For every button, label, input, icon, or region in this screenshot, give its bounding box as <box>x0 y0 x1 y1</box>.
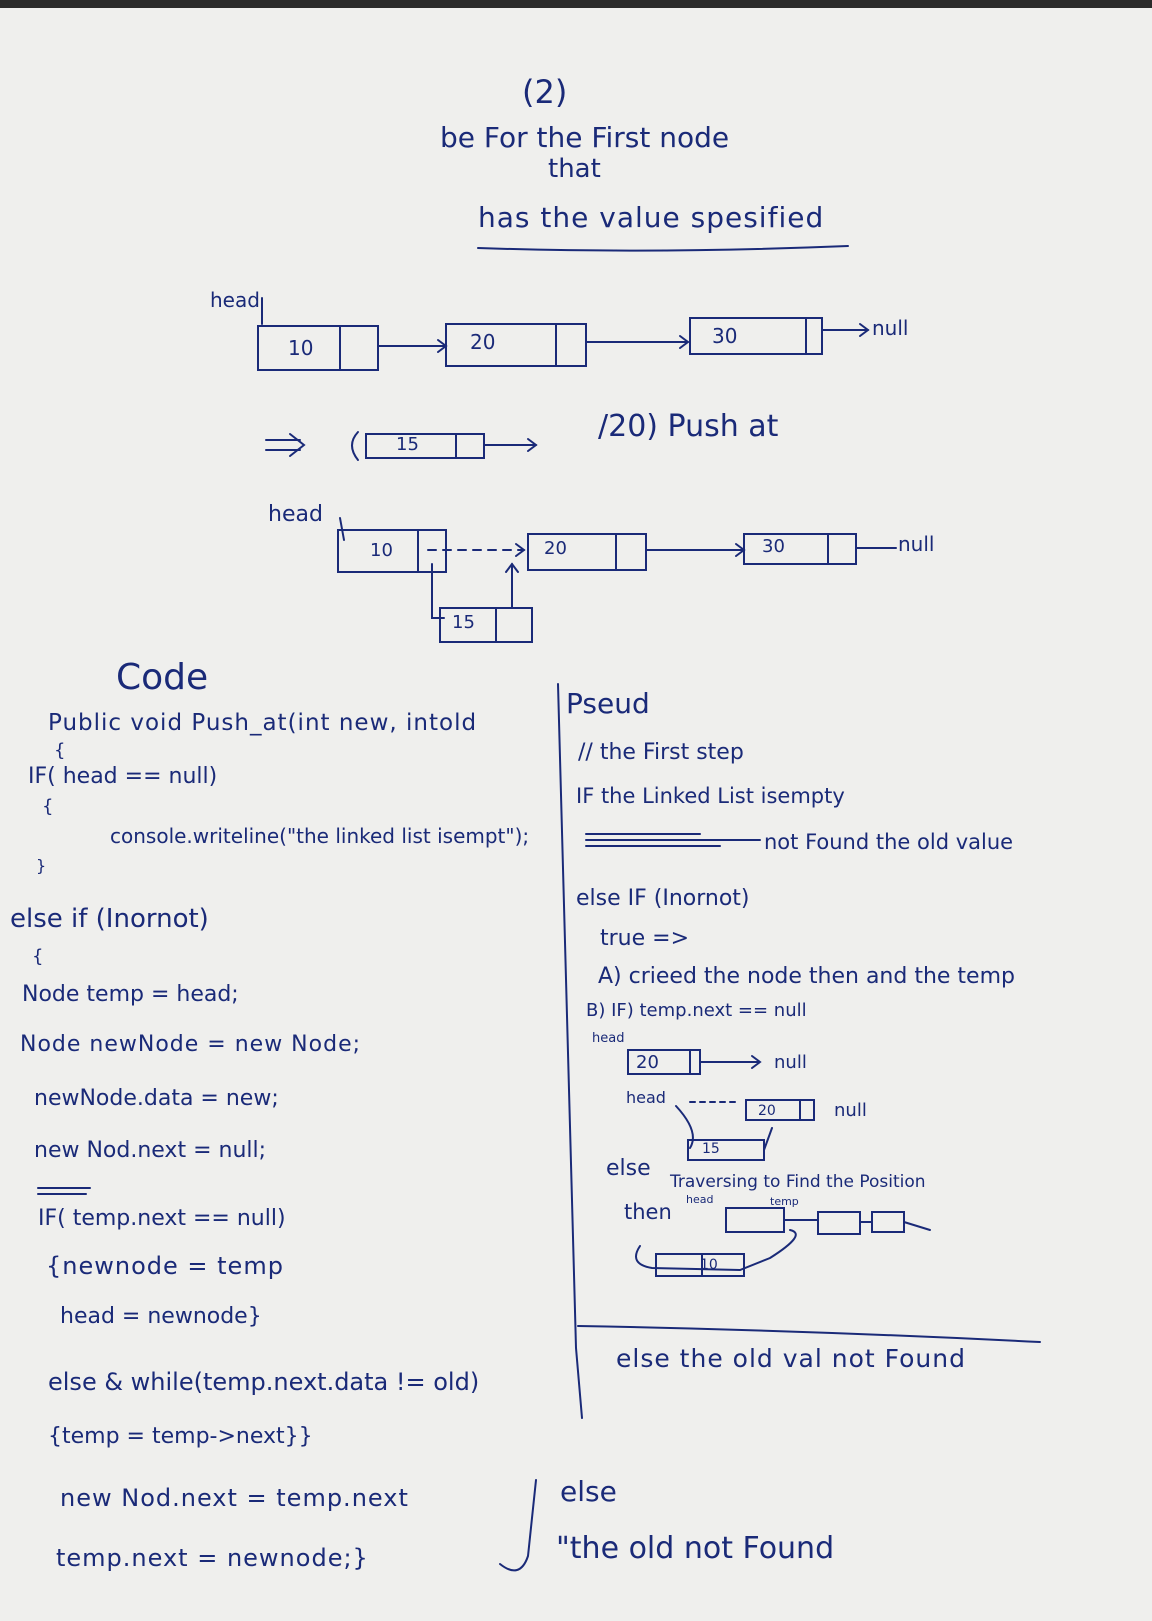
mini-head-label: head <box>592 1031 625 1046</box>
mini-node-value: 20 <box>636 1052 659 1073</box>
pseudo-separator <box>577 1325 1041 1343</box>
code-line: new Nod.next = temp.next <box>60 1484 409 1512</box>
pseudo-line: B) IF) temp.next == null <box>586 1000 807 1021</box>
code-line: { <box>54 740 66 761</box>
null-label-top: null <box>872 316 909 340</box>
mini-node-15 <box>687 1139 765 1161</box>
pseudo-line: true => <box>600 926 690 951</box>
node-value: 30 <box>712 324 738 348</box>
code-line: { <box>42 796 54 817</box>
mini-node-20b <box>745 1099 815 1121</box>
code-line: else if (Inornot) <box>10 904 209 934</box>
code-line: Node newNode = new Node; <box>20 1032 362 1057</box>
code-heading: Code <box>116 657 209 698</box>
node-10-box <box>257 325 379 371</box>
title-line-1: be For the First node <box>440 121 730 154</box>
node-value: 20 <box>544 538 567 559</box>
mini-temp-label: temp <box>770 1195 799 1208</box>
code-line: temp.next = newnode;} <box>56 1544 369 1572</box>
mini-node-value: 15 <box>702 1141 720 1157</box>
new-node-value: 15 <box>396 434 419 455</box>
code-line: else & while(temp.next.data != old) <box>48 1368 480 1396</box>
notebook-page: (2) be For the First node that has the v… <box>0 8 1152 1621</box>
mini-null-label: null <box>834 1100 867 1121</box>
pseudo-line: then <box>624 1200 672 1224</box>
node-30-box <box>689 317 823 355</box>
diagram-drawing <box>37 245 1041 1572</box>
pseudo-line: A) crieed the node then and the temp <box>598 964 1015 989</box>
mini-node-value: 20 <box>758 1103 776 1119</box>
implies-arrow <box>265 433 306 457</box>
footer-else: else <box>560 1475 617 1508</box>
title-underline <box>477 245 849 252</box>
code-line: console.writeline("the linked list isemp… <box>110 824 530 848</box>
mini-traverse-1 <box>725 1207 785 1233</box>
head-label-after: head <box>268 502 323 527</box>
node-20-box <box>445 323 587 367</box>
pseudo-line: IF the Linked List isempty <box>576 784 845 808</box>
node-value: 10 <box>288 336 314 360</box>
node-value: 10 <box>370 540 393 561</box>
code-line: } <box>36 856 47 875</box>
new-node-15-box <box>365 433 485 459</box>
node-value: 30 <box>762 536 785 557</box>
pseudo-line: Traversing to Find the Position <box>670 1172 926 1192</box>
push-at-caption: /20) Push at <box>598 409 779 444</box>
column-divider <box>557 683 583 1419</box>
code-line: {temp = temp->next}} <box>48 1424 313 1449</box>
inserted-node-value: 15 <box>452 612 475 633</box>
mini-null-label: null <box>774 1052 807 1073</box>
pseudo-line: else IF (Inornot) <box>576 886 750 911</box>
code-line: new Nod.next = null; <box>34 1138 267 1163</box>
page-number: (2) <box>522 73 568 111</box>
code-line: Public void Push_at(int new, intold <box>48 710 478 736</box>
mini-head-label: head <box>626 1088 666 1107</box>
title-line-2: that <box>548 154 601 184</box>
mini-node-10 <box>655 1253 745 1277</box>
mini-head-label: head <box>686 1193 714 1206</box>
after-node-30-box <box>743 533 857 565</box>
pseudo-line: else the old val not Found <box>616 1344 966 1373</box>
code-line: newNode.data = new; <box>34 1086 279 1111</box>
crossed-out-text <box>585 833 761 847</box>
code-line: head = newnode} <box>60 1304 262 1329</box>
node-value: 20 <box>470 330 496 354</box>
code-line: IF( head == null) <box>28 764 218 789</box>
footer-message: "the old not Found <box>556 1531 835 1566</box>
code-line: Node temp = head; <box>22 982 239 1007</box>
pseudo-heading: Pseud <box>566 687 650 720</box>
footer-bracket <box>499 1479 537 1572</box>
code-line: IF( temp.next == null) <box>38 1206 286 1231</box>
pseudo-line: not Found the old value <box>764 830 1014 854</box>
after-node-20-box <box>527 533 647 571</box>
code-line: {newnode = temp <box>46 1252 284 1280</box>
after-node-15-box <box>439 607 533 643</box>
head-label-top: head <box>210 288 260 312</box>
pseudo-line: else <box>606 1156 651 1181</box>
code-line: { <box>32 946 44 967</box>
title-line-3: has the value spesified <box>478 201 825 234</box>
mini-node-value: 10 <box>700 1257 718 1273</box>
pseudo-line: // the First step <box>578 740 744 765</box>
null-label-after: null <box>898 532 935 556</box>
